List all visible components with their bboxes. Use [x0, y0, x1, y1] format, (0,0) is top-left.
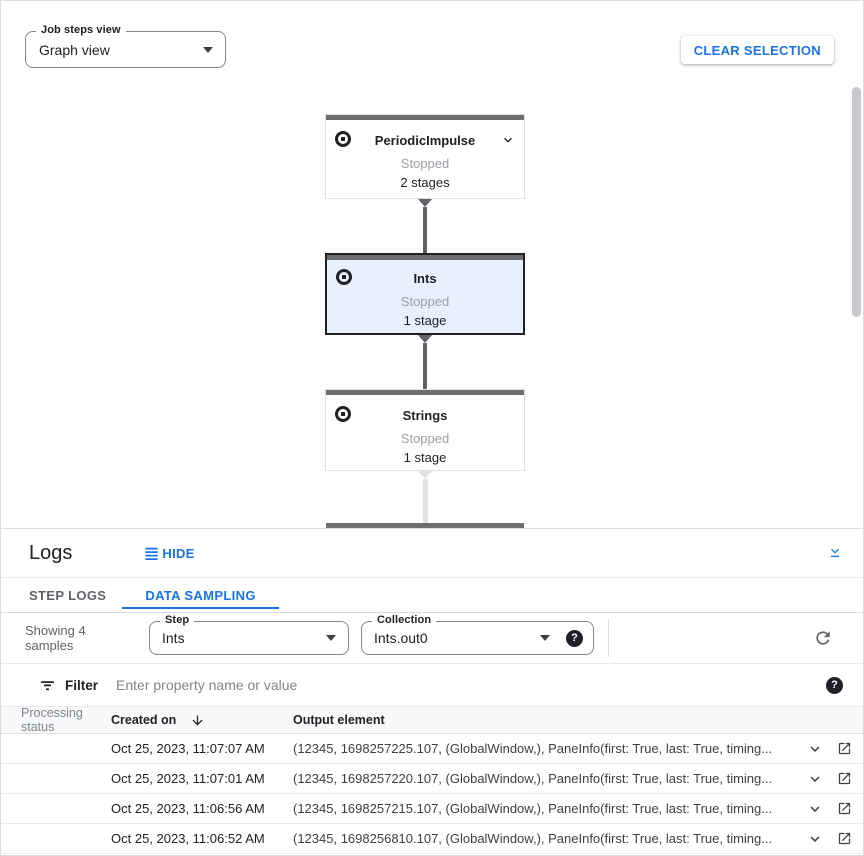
expand-row-icon[interactable]: [806, 830, 824, 848]
hide-logs-button[interactable]: HIDE: [144, 546, 194, 561]
filter-row: Filter ?: [1, 664, 863, 707]
help-icon[interactable]: ?: [566, 629, 583, 647]
output-element-cell: (12345, 1698257220.107, (GlobalWindow,),…: [293, 771, 773, 786]
list-icon: [145, 547, 158, 560]
output-element-cell: (12345, 1698257225.107, (GlobalWindow,),…: [293, 741, 773, 756]
collection-select-value: Ints.out0: [374, 630, 428, 646]
column-header-created-on[interactable]: Created on: [111, 713, 177, 727]
expand-row-icon[interactable]: [806, 740, 824, 758]
clear-selection-button[interactable]: CLEAR SELECTION: [680, 36, 834, 64]
node-status: Stopped: [400, 294, 450, 309]
step-select-label: Step: [160, 614, 195, 626]
graph-edge: [418, 335, 432, 389]
graph-edge: [418, 199, 432, 253]
graph-node-ints[interactable]: Ints Stopped 1 stage: [325, 253, 525, 335]
logs-panel-header: Logs HIDE: [1, 529, 863, 578]
tab-step-logs[interactable]: STEP LOGS: [29, 587, 107, 603]
open-in-new-icon[interactable]: [837, 771, 852, 786]
step-select[interactable]: Step Ints: [149, 614, 349, 655]
sampling-controls-row: Showing 4 samples Step Ints Collection I…: [1, 613, 863, 664]
logs-panel-title: Logs: [29, 541, 73, 564]
step-select-value: Ints: [162, 630, 185, 646]
table-header-row: Processing status Created on Output elem…: [1, 706, 863, 734]
node-stages: 1 stage: [403, 313, 447, 328]
sample-count-text: Showing 4 samples: [25, 623, 86, 653]
graph-node-strings[interactable]: Strings Stopped 1 stage: [325, 389, 525, 471]
output-element-cell: (12345, 1698257215.107, (GlobalWindow,),…: [293, 801, 773, 816]
open-in-new-icon[interactable]: [837, 801, 852, 816]
stopped-status-icon: [336, 269, 352, 285]
filter-label: Filter: [65, 677, 99, 693]
open-in-new-icon[interactable]: [837, 741, 852, 756]
created-on-cell: Oct 25, 2023, 11:07:01 AM: [111, 771, 265, 786]
created-on-cell: Oct 25, 2023, 11:06:56 AM: [111, 801, 265, 816]
dropdown-arrow-icon: [326, 635, 336, 641]
expand-row-icon[interactable]: [806, 770, 824, 788]
node-top-bar: [327, 255, 523, 260]
table-row[interactable]: Oct 25, 2023, 11:07:07 AM (12345, 169825…: [1, 734, 863, 764]
logs-tabs: STEP LOGS DATA SAMPLING: [1, 578, 863, 613]
created-on-cell: Oct 25, 2023, 11:06:52 AM: [111, 831, 265, 846]
arrow-down-icon: [418, 335, 432, 343]
node-status: Stopped: [400, 431, 450, 446]
job-steps-view-value: Graph view: [39, 41, 110, 58]
job-graph-section: Job steps view Graph view CLEAR SELECTIO…: [1, 1, 863, 528]
dropdown-arrow-icon: [203, 46, 213, 53]
sort-descending-icon[interactable]: [190, 713, 205, 728]
dropdown-arrow-icon: [540, 635, 550, 641]
created-on-cell: Oct 25, 2023, 11:07:07 AM: [111, 741, 265, 756]
vertical-scrollbar[interactable]: [852, 87, 861, 317]
output-element-cell: (12345, 1698256810.107, (GlobalWindow,),…: [293, 831, 773, 846]
refresh-icon[interactable]: [813, 628, 833, 648]
table-row[interactable]: Oct 25, 2023, 11:06:52 AM (12345, 169825…: [1, 824, 863, 854]
node-stages: 2 stages: [400, 175, 450, 190]
node-top-bar: [326, 390, 524, 395]
pipeline-graph: PeriodicImpulse Stopped 2 stages Ints St…: [325, 114, 525, 528]
open-in-new-icon[interactable]: [837, 831, 852, 846]
column-header-output-element: Output element: [293, 713, 385, 727]
table-row[interactable]: Oct 25, 2023, 11:06:56 AM (12345, 169825…: [1, 794, 863, 824]
chevron-down-icon[interactable]: [500, 132, 516, 148]
collection-select[interactable]: Collection Ints.out0 ?: [361, 614, 594, 655]
arrow-down-icon: [418, 199, 432, 207]
stopped-status-icon: [335, 131, 351, 147]
node-top-bar: [326, 115, 524, 120]
arrow-down-icon: [418, 471, 432, 479]
collection-select-label: Collection: [372, 614, 437, 626]
node-status: Stopped: [400, 156, 450, 171]
column-header-processing-status: Processing status: [21, 706, 83, 734]
stopped-status-icon: [335, 406, 351, 422]
node-title: PeriodicImpulse: [374, 132, 476, 148]
filter-icon: [41, 680, 54, 690]
tab-data-sampling[interactable]: DATA SAMPLING: [122, 578, 280, 612]
filter-input[interactable]: [116, 677, 826, 693]
graph-node-partial: [326, 523, 524, 528]
collapse-panel-icon[interactable]: [827, 545, 843, 561]
table-row[interactable]: Oct 25, 2023, 11:07:01 AM (12345, 169825…: [1, 764, 863, 794]
node-title: Strings: [402, 407, 448, 423]
panel-divider: [1, 528, 863, 529]
node-title: Ints: [413, 270, 437, 286]
vertical-divider: [608, 619, 609, 657]
job-steps-view-select[interactable]: Job steps view Graph view: [25, 24, 226, 68]
node-stages: 1 stage: [403, 450, 447, 465]
graph-edge: [418, 471, 432, 523]
graph-node-periodicimpulse[interactable]: PeriodicImpulse Stopped 2 stages: [325, 114, 525, 199]
job-steps-view-label: Job steps view: [36, 24, 126, 36]
help-icon[interactable]: ?: [826, 676, 843, 694]
expand-row-icon[interactable]: [806, 800, 824, 818]
